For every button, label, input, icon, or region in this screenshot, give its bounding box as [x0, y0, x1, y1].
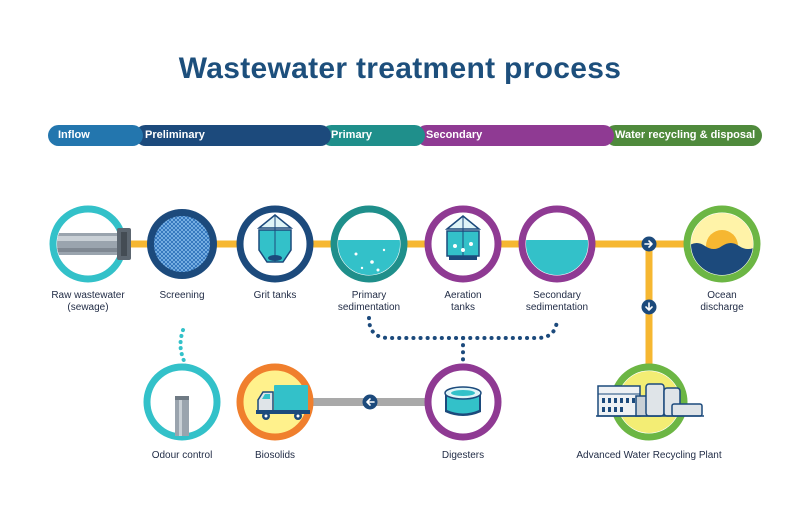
stage-inflow: Inflow	[48, 125, 143, 146]
mesh-screen-icon	[154, 216, 210, 272]
biosolids-node	[236, 363, 314, 441]
sludge-collection-line	[367, 316, 559, 340]
stage-primary-label: Primary	[331, 129, 372, 141]
grit-tanks-node	[236, 205, 314, 283]
arrow-right-icon	[641, 236, 657, 252]
ocean-discharge-node	[683, 205, 761, 283]
primary-sedimentation-node	[330, 205, 408, 283]
stage-secondary-label: Secondary	[426, 129, 483, 141]
aeration-tanks-node	[424, 205, 502, 283]
stage-water-recycling-disposal: Water recycling & disposal	[605, 125, 762, 146]
aeration-tank-icon	[444, 215, 482, 260]
screening-node	[147, 209, 217, 279]
label-aeration-tanks: Aeration tanks	[444, 290, 482, 313]
stage-inflow-label: Inflow	[58, 129, 90, 141]
arrow-down-icon	[641, 299, 657, 315]
odour-control-node	[143, 363, 221, 441]
label-raw-wastewater: Raw wastewater (sewage)	[51, 290, 125, 313]
label-awrp: Advanced Water Recycling Plant	[576, 450, 722, 461]
awrp-node	[596, 363, 704, 441]
label-grit-tanks: Grit tanks	[253, 290, 297, 301]
stage-preliminary: Preliminary	[135, 125, 331, 146]
factory-icon	[596, 383, 704, 417]
digesters-node	[424, 363, 502, 441]
label-odour-control: Odour control	[151, 450, 213, 461]
secondary-sedimentation-node	[518, 205, 596, 283]
pipe-icon	[57, 233, 119, 255]
stage-water-recycling-disposal-label: Water recycling & disposal	[615, 129, 756, 141]
water-surface-icon	[526, 240, 588, 275]
stage-preliminary-label: Preliminary	[145, 129, 205, 141]
label-primary-sedimentation: Primary sedimentation	[337, 290, 401, 313]
label-secondary-sedimentation: Secondary sedimentation	[525, 290, 589, 313]
label-biosolids: Biosolids	[254, 450, 296, 461]
label-ocean-discharge: Ocean discharge	[700, 290, 744, 313]
stage-primary: Primary	[321, 125, 425, 146]
grit-tank-icon	[256, 214, 294, 263]
raw-wastewater-node	[49, 205, 131, 283]
stage-secondary: Secondary	[416, 125, 614, 146]
arrow-left-icon	[362, 394, 378, 410]
label-digesters: Digesters	[441, 450, 485, 461]
odour-vent-icon	[175, 396, 189, 436]
digester-tank-icon	[444, 386, 482, 416]
truck-icon	[256, 385, 310, 420]
label-screening: Screening	[159, 290, 205, 301]
page-title: Wastewater treatment process	[178, 52, 622, 85]
